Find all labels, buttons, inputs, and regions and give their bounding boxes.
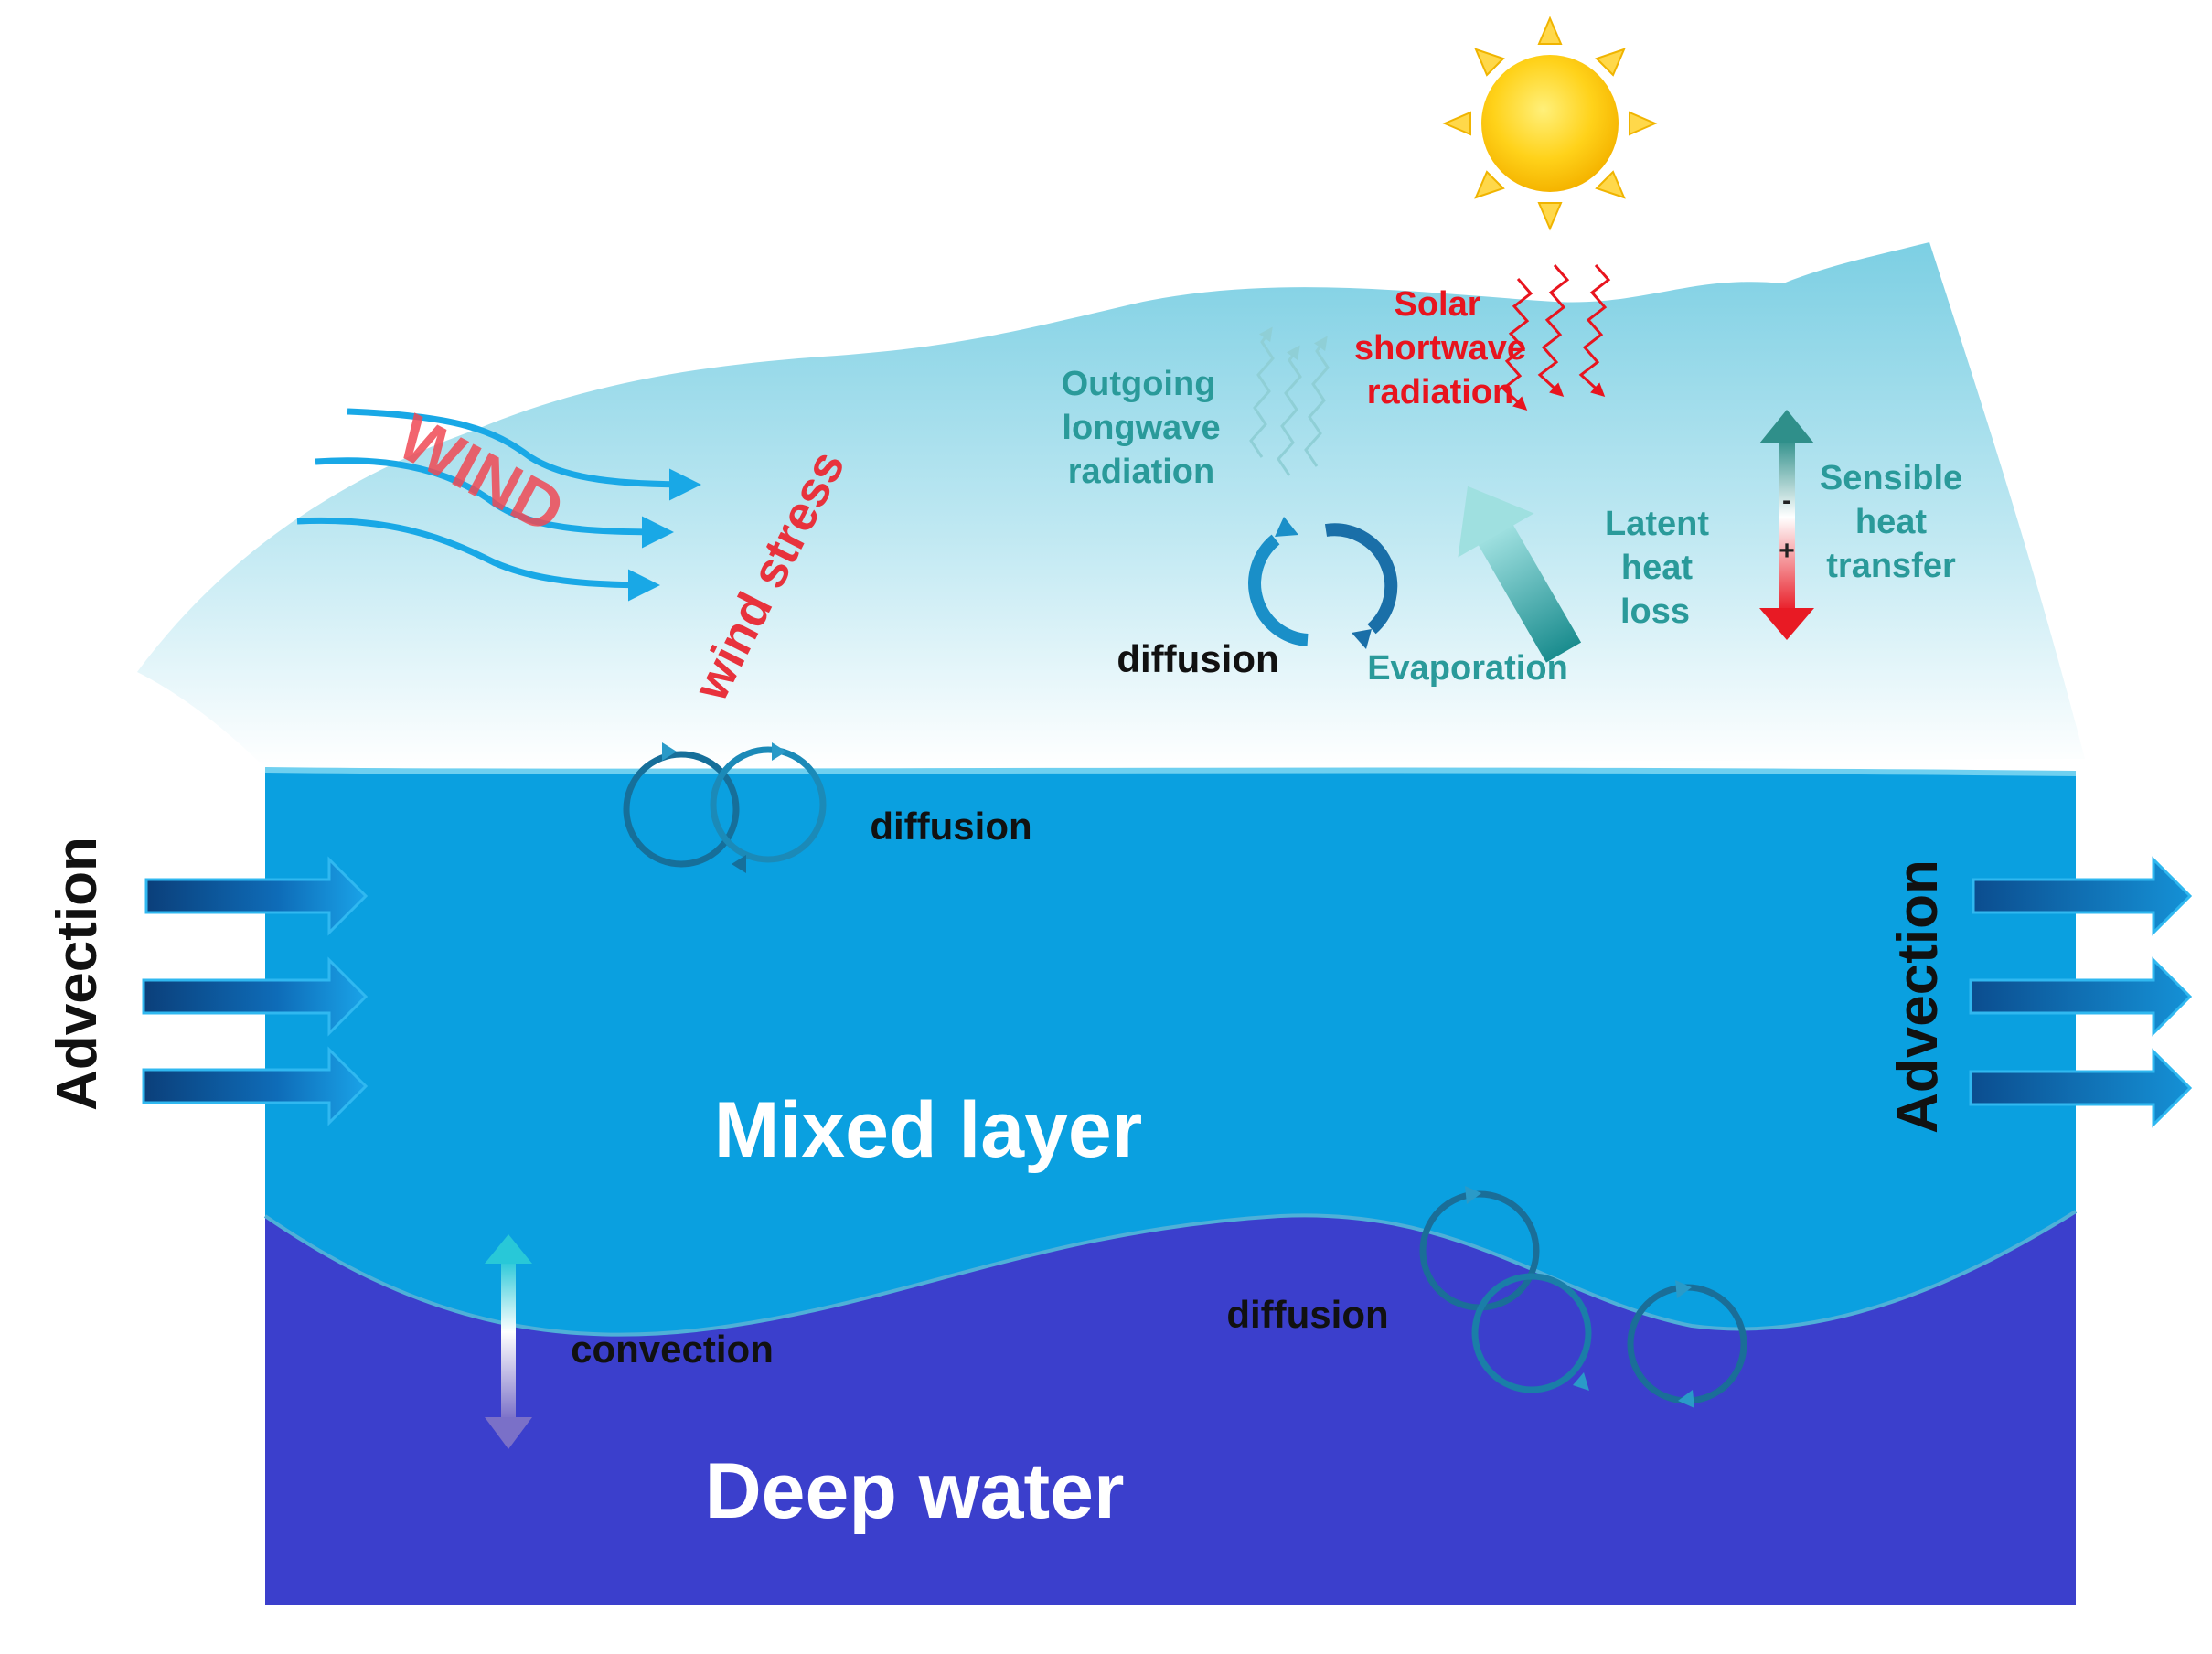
diffusion-circulation-icon <box>1419 1186 1747 1408</box>
thermocline-line <box>263 1210 2078 1337</box>
advection-right-label: Advection <box>1886 859 1950 1134</box>
evaporation-arrow-icon <box>1458 486 1582 663</box>
solar-shortwave-label: Solar shortwave radiation <box>1354 285 1526 411</box>
outgoing-longwave-label: Outgoing longwave radiation <box>1062 365 1221 491</box>
solar-shortwave-line-1: Solar <box>1394 285 1480 324</box>
latent-heat-label: Latent heat loss <box>1605 505 1709 631</box>
sensible-heat-line-1: Sensible <box>1820 459 1962 497</box>
convection-arrow-icon <box>485 1234 532 1449</box>
diffusion-circulation-icon <box>623 742 827 873</box>
advection-arrow-icon <box>142 856 369 1126</box>
outgoing-longwave-line-2: longwave <box>1062 409 1220 447</box>
sensible-heat-line-3: transfer <box>1826 547 1956 585</box>
sun-icon <box>1442 16 1658 231</box>
sensible-heat-label: Sensible heat transfer <box>1820 459 1962 585</box>
diffusion-deep-label: diffusion <box>1226 1293 1388 1336</box>
solar-shortwave-line-2: shortwave <box>1354 329 1526 368</box>
shortwave-arrows-icon <box>1501 264 1611 411</box>
latent-heat-line-1: Latent <box>1605 505 1709 543</box>
diffusion-circulation-icon <box>1248 517 1398 649</box>
deep-water-label: Deep water <box>705 1447 1125 1535</box>
convection-label: convection <box>571 1328 774 1371</box>
sensible-heat-line-2: heat <box>1855 503 1927 541</box>
wind-lines-icon <box>296 408 701 602</box>
latent-heat-line-2: heat <box>1621 549 1693 587</box>
mixed-layer-label: Mixed layer <box>714 1086 1142 1174</box>
longwave-arrows-icon <box>1249 326 1330 476</box>
sensible-heat-arrow-icon <box>1759 410 1814 640</box>
sensible-plus-sign: + <box>1779 536 1795 566</box>
outgoing-longwave-line-3: radiation <box>1068 453 1214 491</box>
atmosphere-region <box>137 242 2085 768</box>
sea-surface-line <box>264 767 2077 776</box>
advection-arrow-icon <box>1969 856 2193 1128</box>
outgoing-longwave-line-1: Outgoing <box>1062 365 1216 403</box>
advection-left-label: Advection <box>46 837 109 1111</box>
latent-heat-line-3: loss <box>1620 592 1690 631</box>
solar-shortwave-line-3: radiation <box>1367 373 1513 411</box>
deep-water-region <box>265 1211 2076 1605</box>
mixed-layer-region <box>265 768 2076 1335</box>
sensible-minus-sign: - <box>1782 486 1791 516</box>
evaporation-label: Evaporation <box>1367 649 1568 688</box>
diffusion-air-label: diffusion <box>1117 637 1278 680</box>
diffusion-surface-label: diffusion <box>870 805 1031 848</box>
